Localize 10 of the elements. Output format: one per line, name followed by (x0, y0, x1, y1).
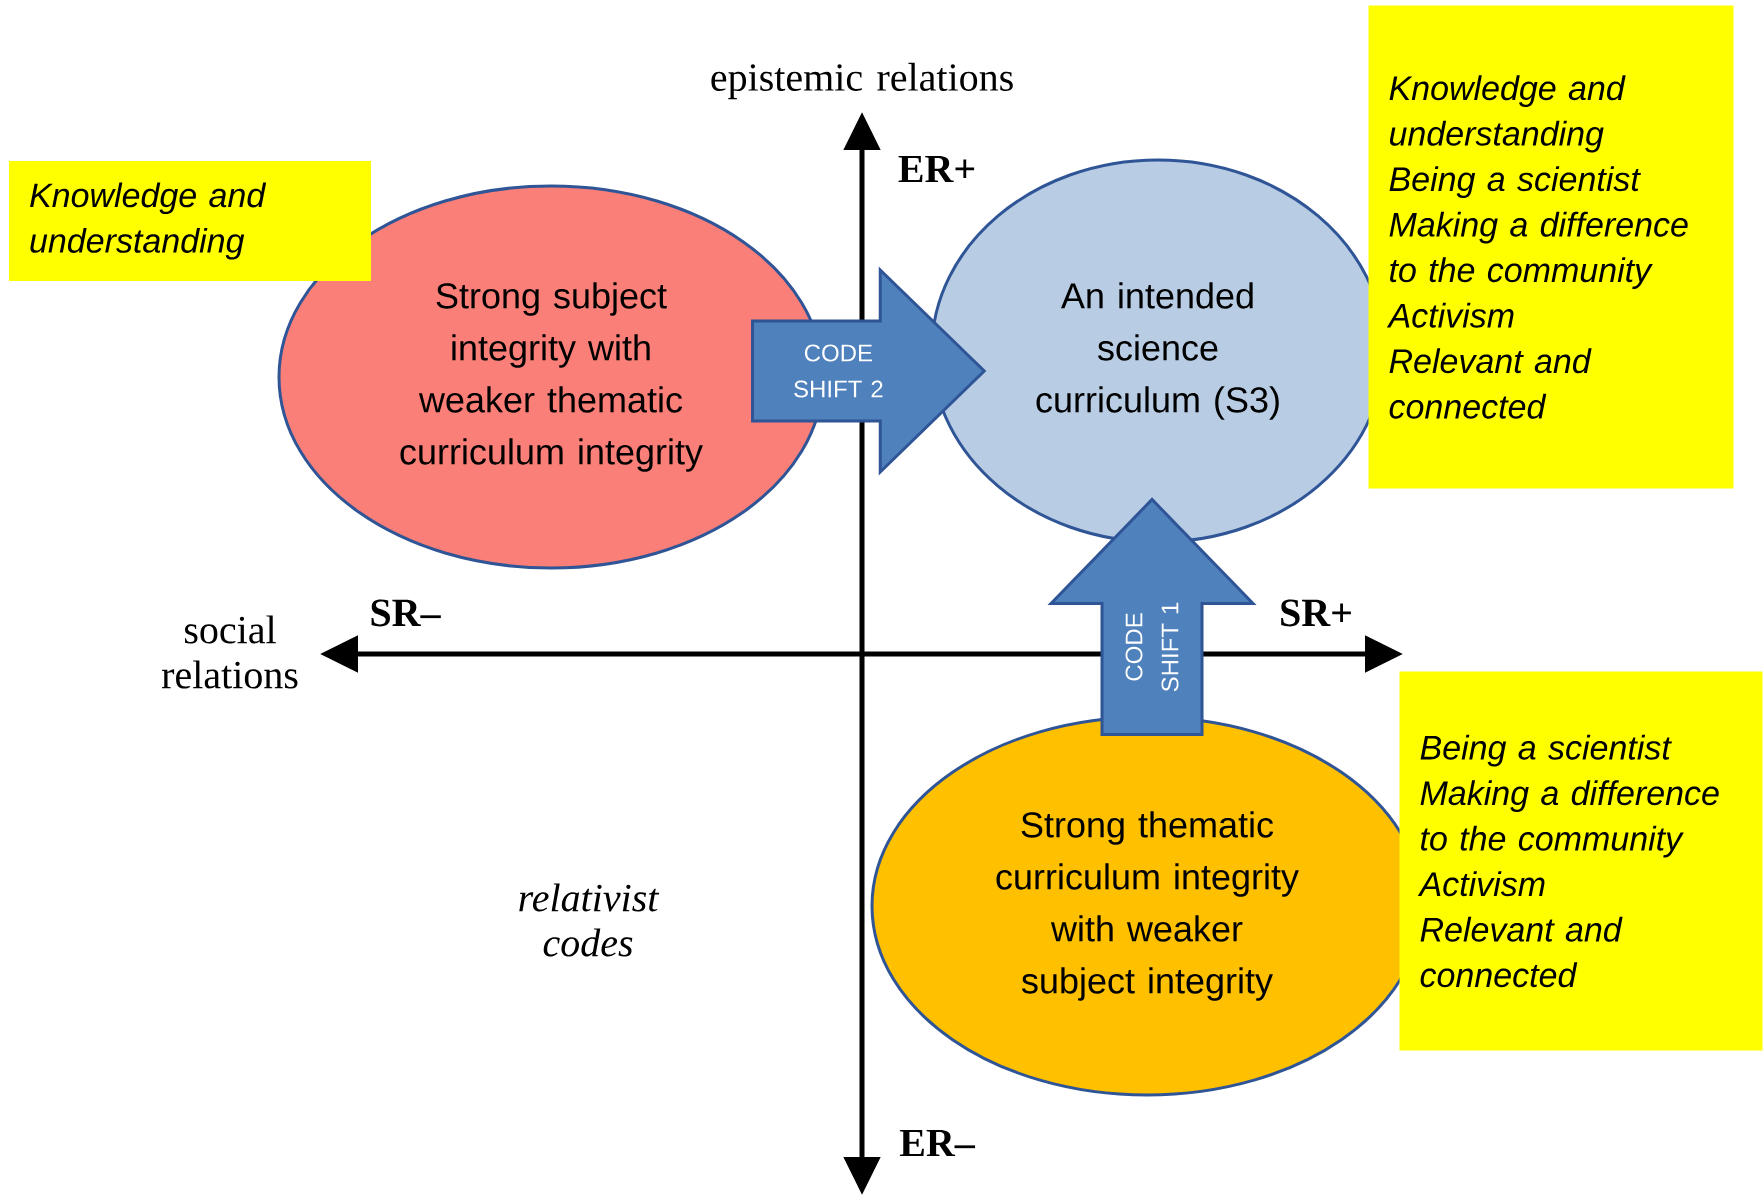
axis-label: social relations (161, 615, 298, 689)
axis-label: relativist codes (519, 883, 660, 957)
note-box: Knowledge and understanding (9, 161, 371, 281)
note-box: Knowledge and understanding Being a scientist Making a difference to the community Activism Relevant and connected (1368, 5, 1734, 489)
block-arrow (751, 266, 987, 476)
edge-label: CODE SHIFT 1 (1125, 602, 1179, 692)
axis-label: SR+ (1281, 599, 1351, 627)
note-box: Being a scientist Making a difference to the community Activism Relevant and connected (1399, 671, 1763, 1051)
block-arrow (1047, 497, 1257, 736)
axis-label: epistemic relations (711, 62, 1013, 100)
